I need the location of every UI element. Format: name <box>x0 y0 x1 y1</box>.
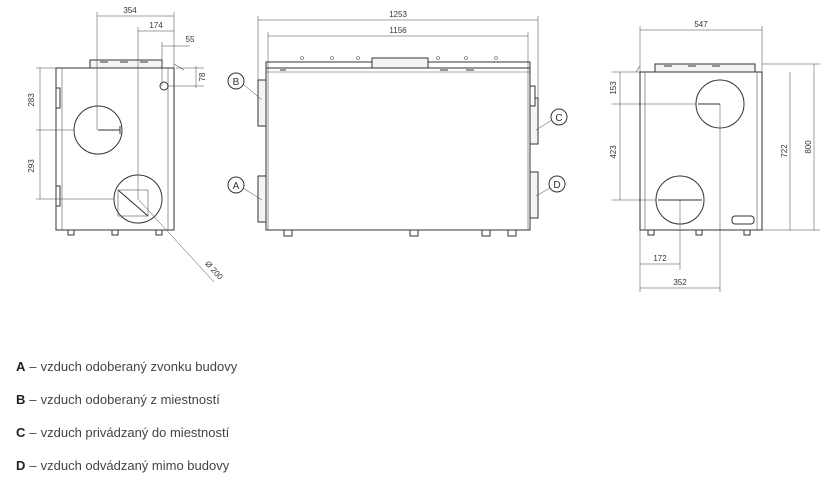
port-a-label-circle <box>227 176 245 194</box>
left-view-height-1: 283 <box>27 93 36 107</box>
left-side-view: 354 174 55 78 283 293 Ø 200 <box>27 6 225 283</box>
front-view-inner-width: 1156 <box>389 26 407 35</box>
port-b-label-circle <box>227 72 245 90</box>
legend-key: D <box>16 458 26 473</box>
legend-text: vzduch privádzaný do miestností <box>40 425 230 440</box>
legend-text: vzduch odoberaný z miestností <box>40 392 220 407</box>
legend-dash: – <box>29 392 37 407</box>
port-c-label: C <box>555 113 562 124</box>
left-view-dim-b: 55 <box>186 35 195 44</box>
legend-item-b: B–vzduch odoberaný z miestností <box>16 389 616 422</box>
legend-text: vzduch odoberaný zvonku budovy <box>40 359 238 374</box>
legend-item-c: C–vzduch privádzaný do miestností <box>16 422 616 455</box>
port-d-label-circle <box>548 175 566 193</box>
legend-key: A <box>16 359 26 374</box>
front-view-port-b <box>257 79 267 127</box>
right-view-height-1: 153 <box>609 81 618 95</box>
front-view-top-cover <box>371 57 429 69</box>
left-view-dim-a: 174 <box>149 21 163 30</box>
legend-key: C <box>16 425 26 440</box>
left-view-height-2: 293 <box>27 159 36 173</box>
legend-item-d: D–vzduch odvádzaný mimo budovy <box>16 455 616 488</box>
front-view-total-width: 1253 <box>389 10 407 19</box>
left-view-body <box>55 67 175 231</box>
port-b-label: B <box>233 77 240 88</box>
front-view-body <box>265 61 531 231</box>
legend-dash: – <box>29 425 37 440</box>
front-view-port-d <box>529 171 539 219</box>
left-view-width-dim: 354 <box>123 6 137 15</box>
right-view-height-2: 423 <box>609 145 618 159</box>
right-view-height-3: 722 <box>780 144 789 158</box>
legend-dash: – <box>29 359 37 374</box>
right-view-offset-2: 352 <box>673 278 687 287</box>
left-view-dim-c: 78 <box>198 72 207 81</box>
port-legend: A–vzduch odoberaný zvonku budovy B–vzduc… <box>16 356 616 488</box>
left-view-diameter: Ø 200 <box>203 259 225 282</box>
port-a-label: A <box>233 181 240 192</box>
right-view-body <box>639 71 763 231</box>
legend-key: B <box>16 392 26 407</box>
technical-drawing: 354 174 55 78 283 293 Ø 200 <box>27 6 820 292</box>
front-view: B A C D 1253 1156 <box>227 10 568 237</box>
right-view-offset-1: 172 <box>653 254 667 263</box>
right-view-drain-connector <box>731 215 755 225</box>
legend-dash: – <box>29 458 37 473</box>
legend-item-a: A–vzduch odoberaný zvonku budovy <box>16 356 616 389</box>
right-view-top-flange <box>654 63 756 73</box>
port-d-label: D <box>553 180 560 191</box>
right-view-height-4: 800 <box>804 140 813 154</box>
right-side-view: 547 153 423 722 800 172 352 <box>609 20 820 292</box>
legend-text: vzduch odvádzaný mimo budovy <box>40 458 230 473</box>
port-c-label-circle <box>550 108 568 126</box>
front-view-port-a <box>257 175 267 223</box>
left-view-top-flange <box>89 59 163 69</box>
right-view-width-dim: 547 <box>694 20 708 29</box>
